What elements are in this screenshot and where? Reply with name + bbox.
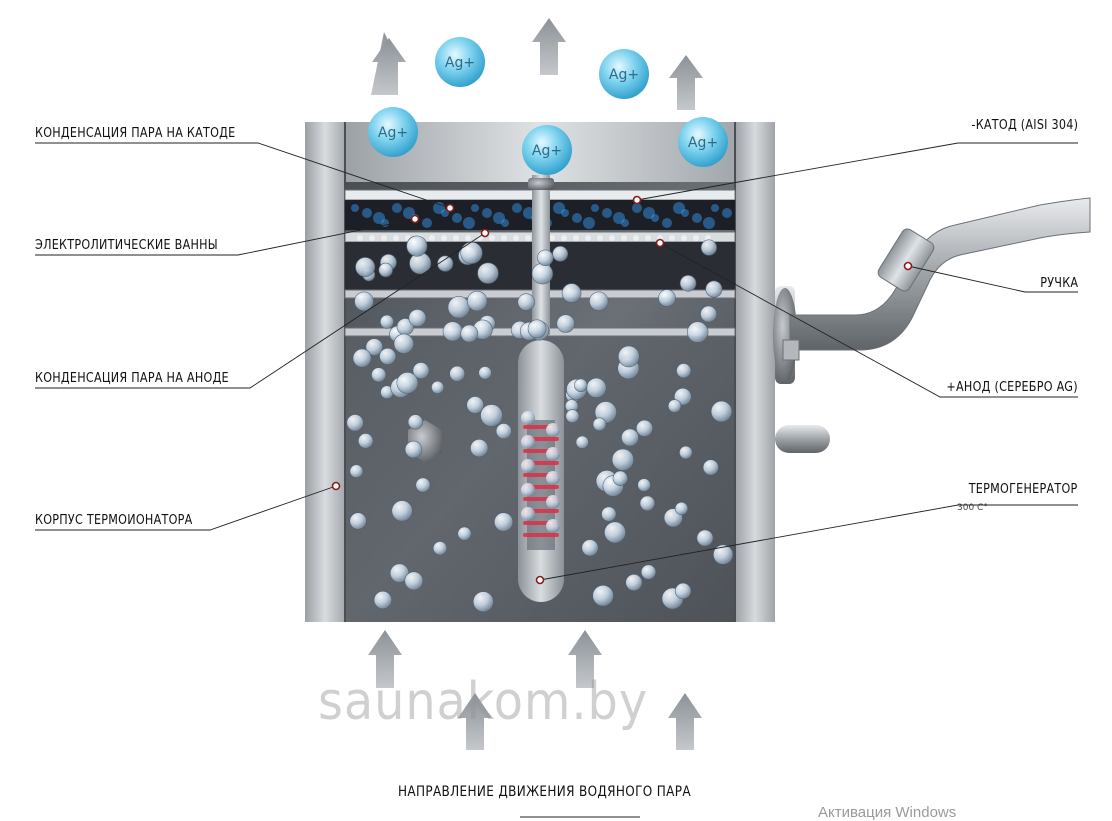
ion-label: Ag+ bbox=[378, 125, 408, 141]
label-cathode: -КАТОД (AISI 304) bbox=[971, 118, 1078, 133]
label-thermogenerator-temp: 300 С° bbox=[957, 503, 988, 513]
ion-label: Ag+ bbox=[609, 67, 639, 83]
label-cathode-condensation: КОНДЕНСАЦИЯ ПАРА НА КАТОДЕ bbox=[35, 126, 236, 141]
heating-coil bbox=[521, 411, 560, 537]
arrow-up-icon bbox=[668, 693, 702, 750]
arrow-up-icon bbox=[368, 630, 402, 688]
arrow-up-icon bbox=[532, 18, 566, 75]
label-anode-condensation: КОНДЕНСАЦИЯ ПАРА НА АНОДЕ bbox=[35, 371, 229, 386]
ion-label: Ag+ bbox=[688, 135, 718, 151]
vapor-droplets bbox=[346, 235, 734, 613]
label-electrolytic-baths: ЭЛЕКТРОЛИТИЧЕСКИЕ ВАННЫ bbox=[35, 238, 218, 253]
arrow-up-icon bbox=[372, 38, 406, 95]
ion-label: Ag+ bbox=[532, 143, 562, 159]
label-handle: РУЧКА bbox=[1039, 276, 1078, 291]
windows-activation-notice: Активация Windows bbox=[818, 804, 957, 821]
silver-ion: Ag+ bbox=[522, 125, 572, 175]
handle bbox=[773, 197, 1091, 453]
arrow-up-icon bbox=[568, 630, 602, 688]
ion-label: Ag+ bbox=[445, 55, 475, 71]
silver-ion: Ag+ bbox=[678, 117, 728, 167]
thermogenerator bbox=[518, 340, 564, 602]
steam-arrows-top bbox=[371, 18, 703, 110]
pointer-dots bbox=[331, 195, 913, 585]
label-thermogenerator: ТЕРМОГЕНЕРАТОР bbox=[969, 482, 1078, 497]
label-housing: КОРПУС ТЕРМОИОНАТОРА bbox=[35, 513, 193, 528]
ionization-glow bbox=[351, 202, 732, 241]
silver-ion: Ag+ bbox=[368, 107, 418, 157]
silver-ion: Ag+ bbox=[599, 49, 649, 99]
caption-steam-direction: НАПРАВЛЕНИЕ ДВИЖЕНИЯ ВОДЯНОГО ПАРА bbox=[398, 784, 691, 800]
silver-ion: Ag+ bbox=[435, 37, 485, 87]
pointer-lines bbox=[35, 142, 1078, 818]
steam-arrows-bottom bbox=[368, 630, 702, 750]
watermark: saunakom.by bbox=[318, 672, 649, 732]
silver-ions: Ag+ Ag+ Ag+ Ag+ Ag+ bbox=[368, 37, 728, 175]
arrow-up-icon bbox=[458, 693, 492, 750]
label-anode: +АНОД (СЕРЕБРО AG) bbox=[946, 380, 1078, 395]
arrow-up-icon bbox=[669, 55, 703, 110]
